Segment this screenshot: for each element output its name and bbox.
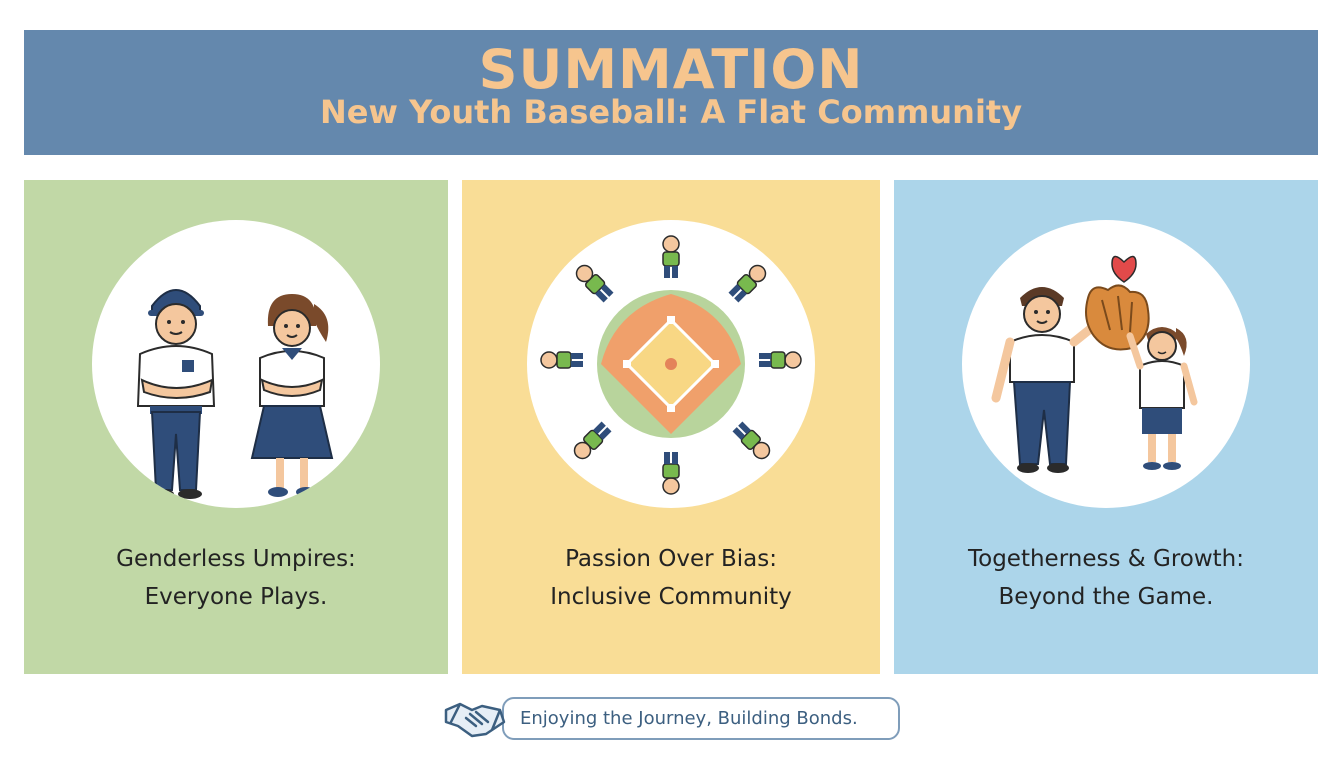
umpires-illustration [92,220,380,508]
child-figure [1126,327,1198,470]
footer-text: Enjoying the Journey, Building Bonds. [520,708,858,729]
male-umpire-figure [136,289,216,499]
baseball-glove [1085,284,1150,351]
panel-genderless-umpires: Genderless Umpires: Everyone Plays. [24,180,448,674]
footer-badge: Enjoying the Journey, Building Bonds. [502,697,900,740]
baseball-diamond-circle-illustration [527,220,815,508]
page-subtitle: New Youth Baseball: A Flat Community [319,93,1023,131]
panel-caption: Genderless Umpires: Everyone Plays. [116,546,356,610]
female-umpire-figure [250,294,334,497]
panel-passion-over-bias: Passion Over Bias: Inclusive Community [462,180,880,674]
panel-caption: Passion Over Bias: Inclusive Community [550,546,792,610]
panel-caption: Togetherness & Growth: Beyond the Game. [967,546,1244,610]
handshake-icon [442,696,508,742]
page-title: SUMMATION [478,38,864,101]
kid-figure [527,220,536,242]
title-banner: SUMMATION New Youth Baseball: A Flat Com… [24,30,1318,155]
panel-togetherness-growth: Togetherness & Growth: Beyond the Game. [894,180,1318,674]
parent-child-glove-illustration [962,220,1250,508]
adult-figure [991,287,1099,473]
